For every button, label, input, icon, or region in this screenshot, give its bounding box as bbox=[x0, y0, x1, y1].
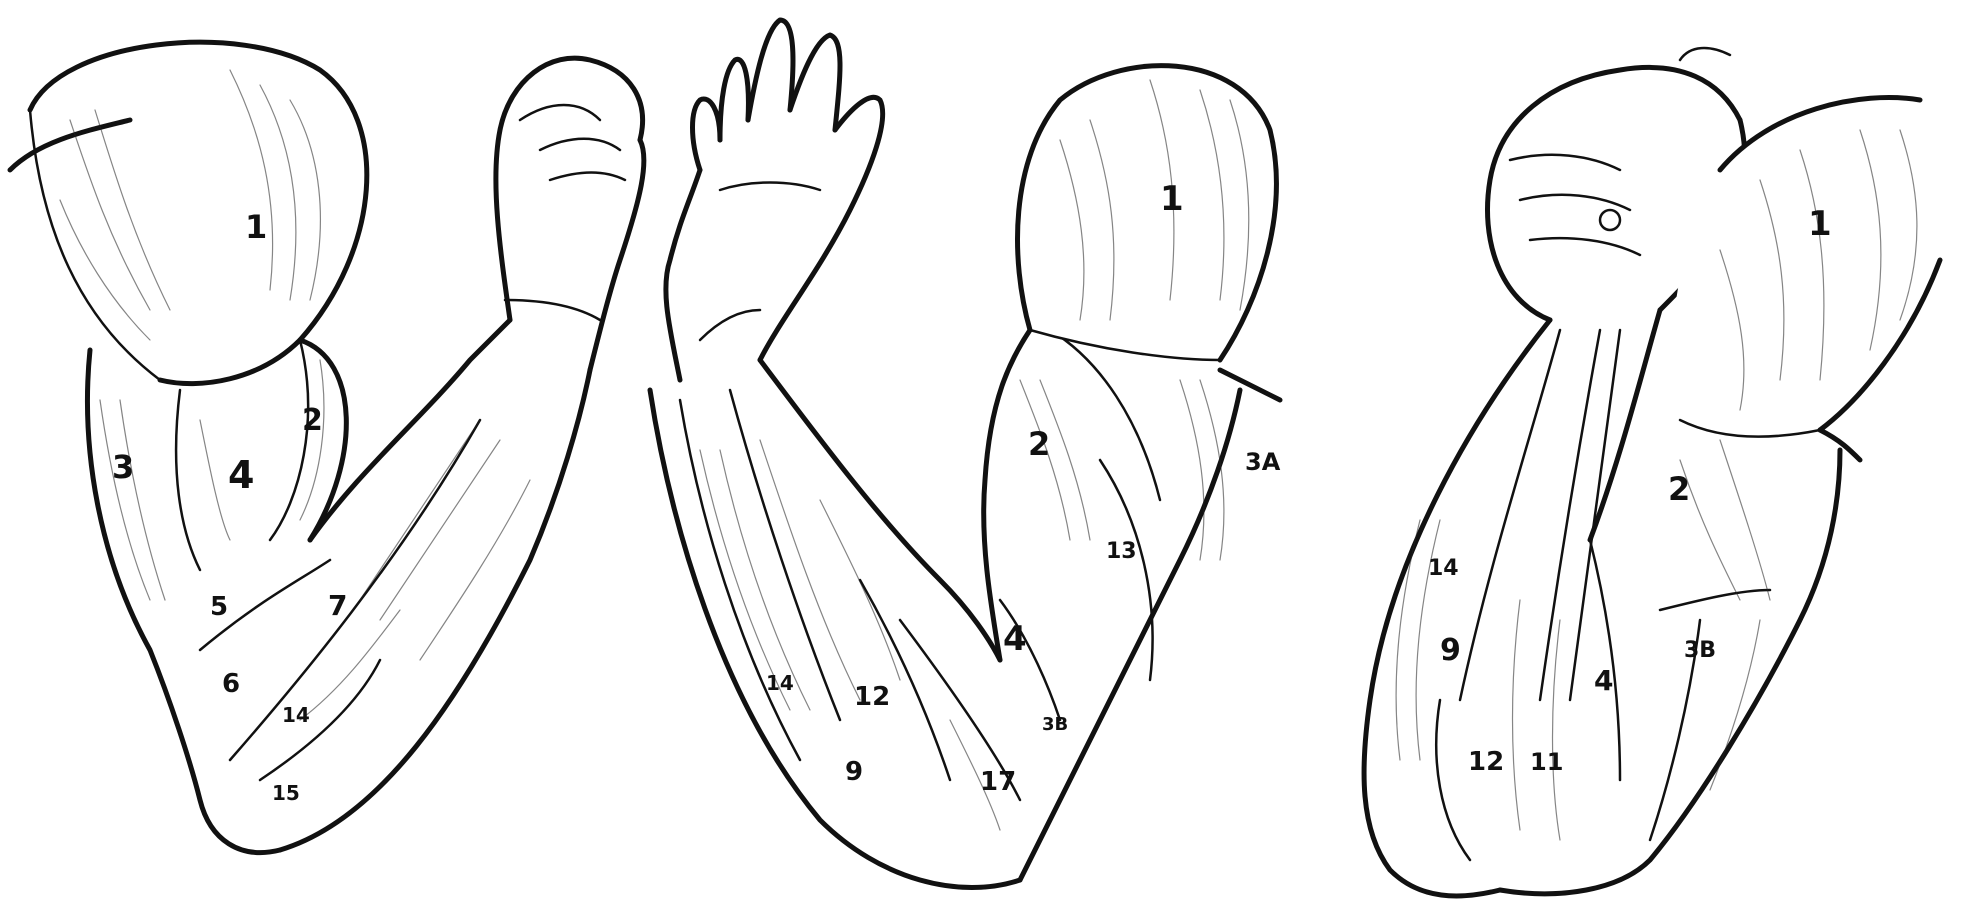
label-brachialis: 4 bbox=[228, 453, 254, 497]
label-muscle-9: 9 bbox=[845, 757, 863, 787]
label-deltoid: 1 bbox=[245, 208, 267, 246]
label-biceps: 2 bbox=[1028, 425, 1050, 463]
label-brachialis: 4 bbox=[1003, 619, 1027, 659]
label-muscle-15: 15 bbox=[272, 781, 300, 805]
label-muscle-9: 9 bbox=[1440, 633, 1461, 668]
label-biceps: 2 bbox=[1668, 470, 1690, 508]
arm-left-figure: 1 2 3 4 5 6 7 14 15 bbox=[10, 42, 644, 852]
label-muscle-12: 12 bbox=[1468, 747, 1504, 777]
label-deltoid: 1 bbox=[1160, 179, 1184, 219]
label-biceps: 2 bbox=[302, 403, 323, 438]
arm-middle-figure: 1 2 3A 13 4 3B 17 12 9 14 bbox=[650, 20, 1281, 888]
label-muscle-3b: 3B bbox=[1042, 714, 1068, 735]
label-muscle-17: 17 bbox=[980, 767, 1016, 797]
arm-right-figure: 1 2 3B 4 14 9 12 11 bbox=[1364, 48, 1953, 896]
label-brachialis: 4 bbox=[1594, 664, 1613, 697]
label-muscle-14: 14 bbox=[1428, 556, 1459, 581]
label-muscle-12: 12 bbox=[854, 682, 890, 712]
label-muscle-5: 5 bbox=[210, 592, 228, 622]
label-muscle-7: 7 bbox=[328, 589, 347, 622]
label-deltoid: 1 bbox=[1808, 204, 1832, 244]
label-muscle-11: 11 bbox=[1530, 748, 1563, 776]
label-muscle-14: 14 bbox=[766, 671, 794, 695]
label-muscle-14: 14 bbox=[282, 703, 310, 727]
label-muscle-3a: 3A bbox=[1245, 448, 1281, 476]
label-triceps: 3 bbox=[112, 448, 134, 486]
label-muscle-3b: 3B bbox=[1684, 638, 1716, 663]
label-muscle-13: 13 bbox=[1106, 539, 1137, 564]
label-muscle-6: 6 bbox=[222, 669, 240, 699]
